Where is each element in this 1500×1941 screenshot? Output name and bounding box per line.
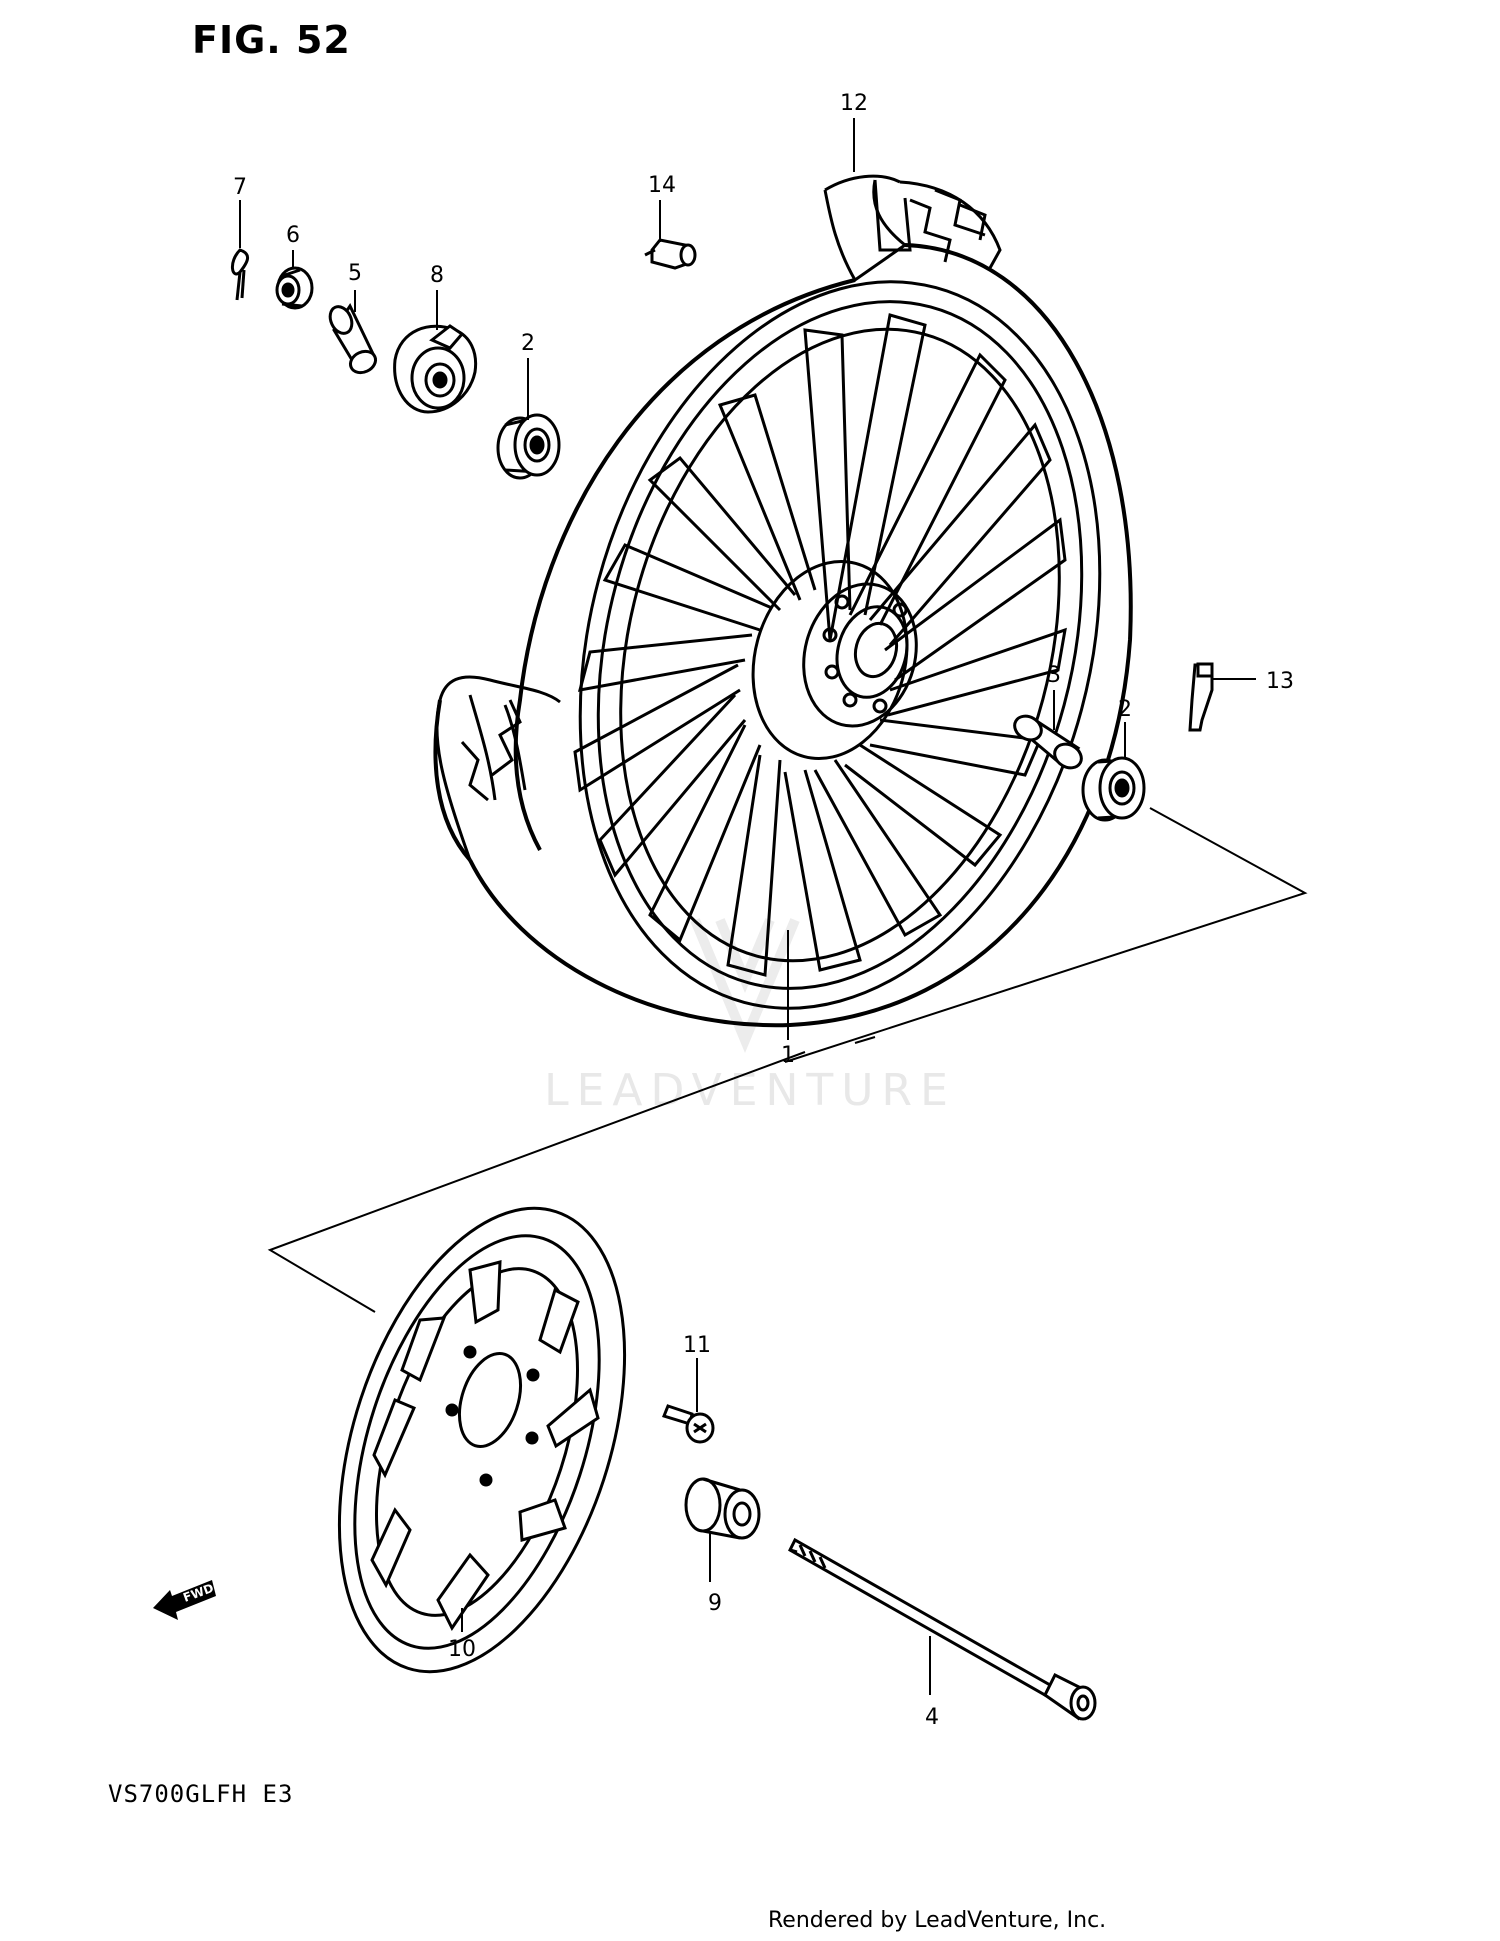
callout-2-left: 2: [521, 331, 535, 356]
part-spacer: [1013, 714, 1083, 770]
callout-7: 7: [233, 175, 247, 200]
callout-3: 3: [1047, 663, 1061, 688]
fwd-direction-arrow: FWD: [153, 1580, 216, 1620]
callout-6: 6: [286, 223, 300, 248]
part-brake-disc: [337, 1206, 627, 1674]
part-axle-nut: [275, 266, 314, 310]
front-wheel: [433, 174, 1133, 1028]
model-code: VS700GLFH E3: [108, 1780, 294, 1808]
watermark-logo-icon: [690, 918, 800, 1053]
callout-2-right: 2: [1118, 697, 1132, 722]
callout-9: 9: [708, 1591, 722, 1616]
part-speedometer-gearbox: [393, 324, 478, 414]
callout-4: 4: [925, 1705, 939, 1730]
part-valve: [1188, 662, 1214, 732]
part-bearing-right: [1081, 756, 1146, 822]
figure-title: FIG. 52: [192, 18, 351, 62]
callout-13: 13: [1266, 669, 1294, 694]
callout-leaders: [239, 118, 1256, 1695]
callout-labels: 1 2 2 3 4 5 6 7 8 9 10 11 12 13 14: [233, 91, 1294, 1730]
callout-10: 10: [448, 1637, 476, 1662]
part-balancer-weight: [644, 238, 697, 270]
spokes: [573, 313, 1067, 977]
part-collar: [328, 302, 378, 375]
part-disc-bolt: [662, 1404, 715, 1444]
callout-12: 12: [840, 91, 868, 116]
callout-8: 8: [430, 263, 444, 288]
callout-14: 14: [648, 173, 676, 198]
assembly-lines: [267, 807, 1308, 1313]
tire-cutaway-top: [823, 174, 1002, 283]
hub: [751, 559, 918, 761]
callout-5: 5: [348, 261, 362, 286]
callout-1: 1: [781, 1043, 795, 1068]
part-axle-spacer: [684, 1477, 761, 1540]
footer-credit: Rendered by LeadVenture, Inc.: [768, 1908, 1107, 1933]
watermark: LEADVENTURE: [544, 918, 948, 1116]
part-bearing-left: [496, 413, 561, 480]
tire: [433, 243, 1133, 1028]
part-cotter-pin: [231, 248, 249, 301]
part-axle: [788, 1537, 1097, 1721]
tire-cutaway-bottom: [435, 675, 561, 861]
callout-11: 11: [683, 1333, 711, 1358]
